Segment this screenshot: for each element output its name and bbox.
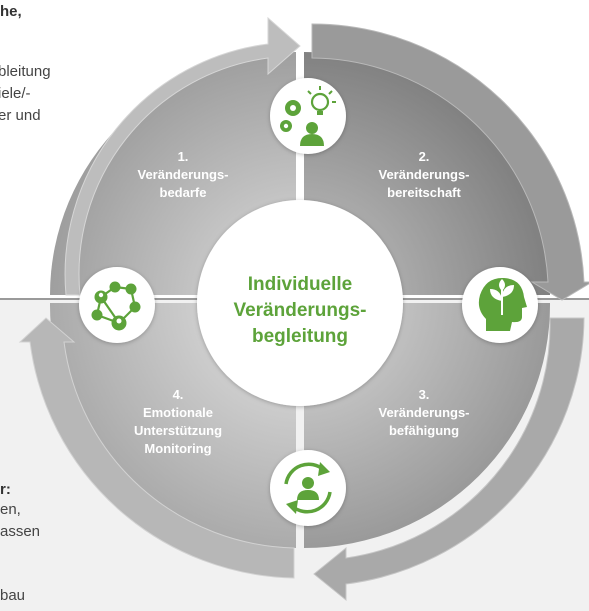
quadrant-1-arrow — [64, 16, 301, 296]
cropped-text-line-1: bleitung — [0, 63, 51, 80]
quadrant-4-line-3: Monitoring — [144, 441, 212, 456]
cropped-text-line-5: assen — [0, 523, 41, 540]
cropped-text-line-2: iele/- — [0, 85, 31, 102]
quadrant-2-line-2: bereitschaft — [387, 185, 461, 200]
center-title-line-2: Veränderungs- — [233, 300, 367, 321]
center-circle — [197, 200, 403, 406]
head-plant-icon — [462, 267, 538, 343]
cropped-text-line-4: en, — [0, 501, 21, 518]
quadrant-1-line-1: Veränderungs- — [137, 167, 229, 182]
quadrant-2-label: 2. Veränderungs- bereitschaft — [354, 148, 494, 202]
center-title: Individuelle Veränderungs- begleitung — [200, 272, 400, 350]
quadrant-4-number: 4. — [172, 387, 184, 402]
cycle-person-icon — [270, 450, 346, 526]
people-network-icon — [79, 267, 155, 343]
quadrant-3-line-1: Veränderungs- — [378, 405, 470, 420]
quadrant-2-arrow — [311, 23, 589, 301]
quadrant-1-label: 1. Veränderungs- bedarfe — [113, 148, 253, 202]
cropped-text-line-3: er und — [0, 107, 41, 124]
quadrant-2-line-1: Veränderungs- — [378, 167, 470, 182]
quadrant-1-line-2: bedarfe — [159, 185, 207, 200]
center-title-line-1: Individuelle — [247, 274, 353, 295]
quadrant-3-number: 3. — [418, 387, 430, 402]
cropped-heading-bottom: r: — [0, 481, 11, 498]
cropped-heading-top: he, — [0, 3, 22, 20]
cropped-text-line-6: bau — [0, 587, 26, 604]
quadrant-4-arrow — [18, 317, 295, 579]
center-title-line-3: begleitung — [251, 326, 349, 347]
quadrant-2-number: 2. — [418, 149, 430, 164]
quadrant-3-line-2: befähigung — [388, 423, 460, 438]
quadrant-4-line-2: Unterstützung — [133, 423, 223, 438]
quadrant-1-number: 1. — [177, 149, 189, 164]
quadrant-3-arrow — [313, 317, 585, 602]
ideas-gears-person-icon — [270, 78, 346, 154]
quadrant-3-label: 3. Veränderungs- befähigung — [354, 386, 494, 440]
quadrant-4-label: 4. Emotionale Unterstützung Monitoring — [108, 386, 248, 458]
quadrant-4-line-1: Emotionale — [142, 405, 214, 420]
